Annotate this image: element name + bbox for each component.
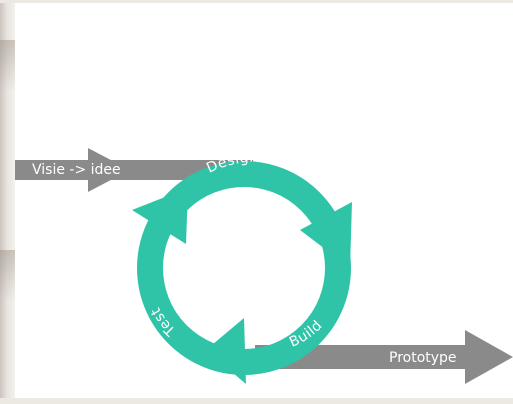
cycle-arrowhead-bottom bbox=[206, 318, 246, 384]
bottom-border bbox=[0, 398, 513, 404]
cycle-arrowhead-left bbox=[132, 188, 188, 244]
output-arrow bbox=[255, 330, 513, 384]
input-arrow-label: Visie -> idee bbox=[32, 162, 121, 178]
input-arrow bbox=[15, 148, 130, 192]
cycle-arrowhead-right bbox=[300, 202, 352, 268]
top-border bbox=[0, 0, 513, 3]
output-arrow-label: Prototype bbox=[389, 350, 457, 366]
background-photo-strip bbox=[0, 0, 15, 404]
